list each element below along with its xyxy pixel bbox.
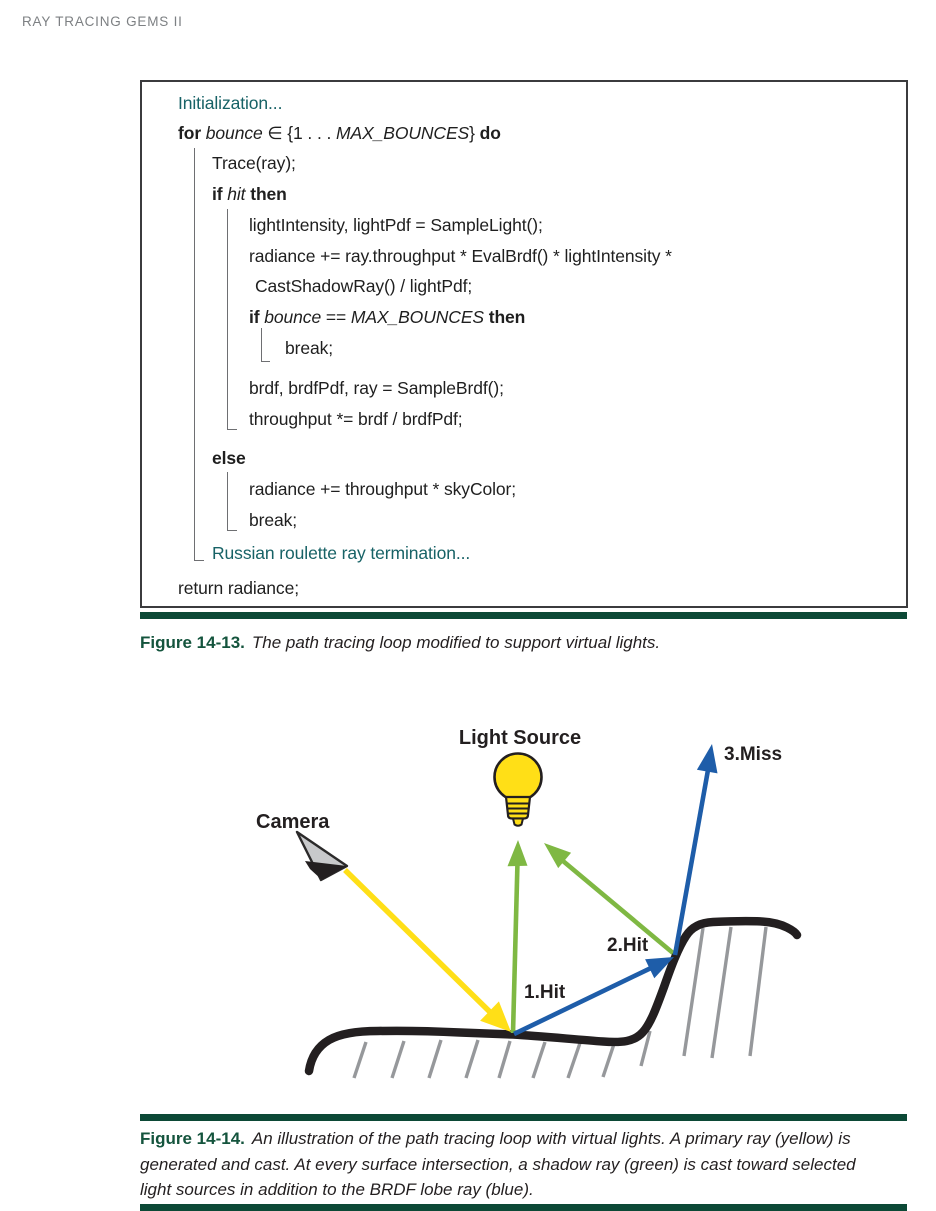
code-segment: Trace(ray); — [212, 153, 296, 173]
code-segment: Russian roulette ray termination... — [212, 543, 471, 563]
code-line: if hit then — [212, 184, 287, 205]
hatch-group — [352, 926, 768, 1079]
bulb-glass — [493, 752, 543, 802]
camera-icon — [295, 830, 349, 882]
code-segment: do — [479, 123, 501, 143]
code-segment: CastShadowRay() / lightPdf; — [255, 276, 473, 296]
light-bulb-icon — [493, 752, 543, 827]
separator-bar-top — [140, 612, 907, 619]
code-line: break; — [249, 510, 297, 531]
code-segment: break; — [249, 510, 298, 530]
code-line: throughput *= brdf / brdfPdf; — [249, 409, 463, 430]
brdf-ray-1-blue-line — [513, 965, 652, 1037]
hatch-line — [682, 927, 705, 1057]
ray-group — [343, 744, 718, 1037]
code-segment: lightIntensity, lightPdf = SampleLight()… — [249, 215, 543, 235]
hatch-line — [639, 1030, 652, 1067]
diagram-label: 2.Hit — [607, 935, 649, 956]
indent-rule — [226, 209, 237, 430]
code-segment: then — [250, 184, 287, 204]
hatch-line — [531, 1041, 547, 1079]
code-line: if bounce == MAX_BOUNCES then — [249, 307, 525, 328]
code-segment: MAX_BOUNCES — [350, 307, 484, 327]
hatch-line — [497, 1040, 512, 1079]
caption-line: light sources in addition to the BRDF lo… — [140, 1180, 534, 1199]
code-segment: bounce — [264, 307, 322, 327]
code-line: return radiance; — [178, 578, 299, 599]
code-line: else — [212, 448, 246, 469]
code-line: Initialization... — [178, 93, 282, 114]
surface-ground — [304, 916, 802, 1076]
hatch-line — [601, 1043, 616, 1078]
hatch-line — [464, 1039, 480, 1079]
figure-14-14-caption: Figure 14-14. An illustration of the path… — [140, 1126, 918, 1203]
brdf-ray-2-blue-line — [672, 769, 711, 956]
code-line: lightIntensity, lightPdf = SampleLight()… — [249, 215, 543, 236]
brdf-ray-2-blue-arrowhead-icon — [696, 744, 718, 774]
separator-bar-bottom — [140, 1204, 907, 1211]
code-segment: radiance += ray.throughput * EvalBrdf() … — [249, 246, 672, 266]
code-segment: then — [488, 307, 526, 327]
code-segment: else — [212, 448, 246, 468]
camera-fold — [305, 861, 347, 880]
code-segment: if — [212, 184, 228, 204]
code-line: brdf, brdfPdf, ray = SampleBrdf(); — [249, 378, 504, 399]
caption-line: Figure 14-14. An illustration of the path… — [140, 1126, 918, 1152]
hatch-line — [748, 926, 768, 1057]
separator-bar-mid — [140, 1114, 907, 1121]
code-segment: == — [321, 307, 351, 327]
hatch-line — [427, 1039, 443, 1079]
diagram-label: 3.Miss — [724, 744, 782, 765]
code-line: radiance += ray.throughput * EvalBrdf() … — [249, 246, 672, 267]
shadow-ray-2-green-line — [561, 859, 675, 955]
code-segment: if — [249, 307, 265, 327]
diagram-label: Camera — [256, 811, 330, 833]
primary-ray-yellow-line — [343, 868, 492, 1014]
code-line: CastShadowRay() / lightPdf; — [255, 276, 472, 297]
primary-ray-yellow-arrowhead-icon — [480, 1001, 511, 1032]
code-segment: brdf, brdfPdf, ray = SampleBrdf(); — [249, 378, 504, 398]
code-segment: break; — [285, 338, 334, 358]
hatch-line — [352, 1041, 368, 1079]
running-header: RAY TRACING GEMS II — [22, 14, 183, 29]
code-segment: MAX_BOUNCES — [336, 123, 470, 143]
code-segment: return radiance; — [178, 578, 299, 598]
code-segment: } — [469, 123, 480, 143]
hatch-line — [566, 1042, 582, 1079]
code-segment: radiance += throughput * skyColor; — [249, 479, 517, 499]
figure-14-13-text: The path tracing loop modified to suppor… — [251, 633, 661, 652]
caption-text: An illustration of the path tracing loop… — [251, 1129, 851, 1148]
figure-14-14-label: Figure 14-14. — [140, 1129, 245, 1148]
brdf-ray-1-blue-arrowhead-icon — [645, 957, 674, 979]
code-line: radiance += throughput * skyColor; — [249, 479, 516, 500]
indent-rule — [261, 328, 270, 362]
shadow-ray-1-green-line — [510, 861, 520, 1034]
code-segment: ∈ {1 . . . — [262, 123, 337, 143]
code-segment: Initialization... — [178, 93, 283, 113]
shadow-ray-2-green-arrowhead-icon — [544, 843, 572, 869]
code-segment: bounce — [205, 123, 263, 143]
code-line: Trace(ray); — [212, 153, 296, 174]
code-line: for bounce ∈ {1 . . . MAX_BOUNCES} do — [178, 123, 501, 144]
code-line: break; — [285, 338, 333, 359]
hatch-line — [390, 1040, 406, 1079]
figure-14-13-label: Figure 14-13. — [140, 633, 245, 652]
diagram-label: Light Source — [459, 727, 581, 749]
code-line: Russian roulette ray termination... — [212, 543, 470, 564]
code-listing: Initialization... for bounce ∈ {1 . . . M… — [140, 80, 908, 608]
shadow-ray-1-green-arrowhead-icon — [507, 840, 528, 867]
diagram-label: 1.Hit — [524, 982, 566, 1003]
code-segment: throughput *= brdf / brdfPdf; — [249, 409, 463, 429]
figure-14-13-caption: Figure 14-13. The path tracing loop modif… — [140, 630, 918, 656]
code-segment: for — [178, 123, 206, 143]
code-segment: hit — [227, 184, 246, 204]
indent-rule — [226, 472, 237, 531]
hatch-line — [710, 926, 733, 1059]
bulb-tip — [512, 817, 524, 827]
indent-rule — [194, 148, 204, 561]
caption-line: generated and cast. At every surface int… — [140, 1154, 856, 1174]
